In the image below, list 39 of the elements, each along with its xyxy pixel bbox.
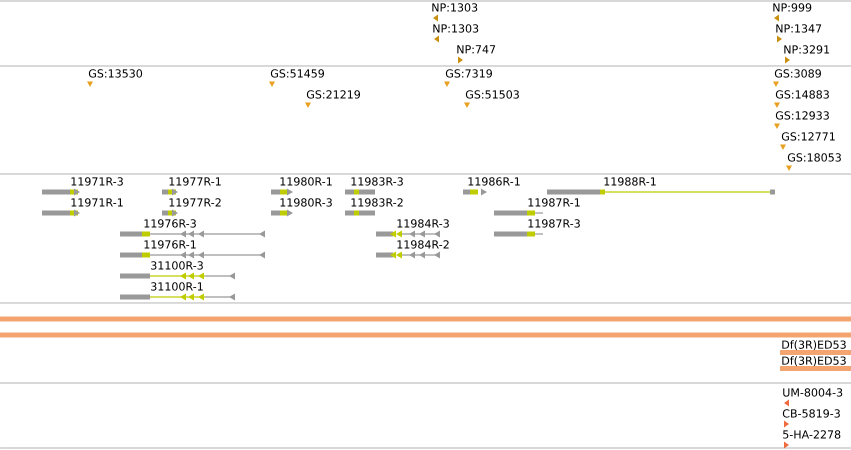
track-label: 11976R-3 xyxy=(144,219,196,228)
track-label: 11983R-2 xyxy=(351,198,403,207)
track-label: NP:1303 xyxy=(432,3,478,12)
track-label: GS:12771 xyxy=(782,132,835,141)
track-label: CB-5819-3 xyxy=(782,409,840,418)
track-label: 11977R-2 xyxy=(170,198,221,207)
track-label: 11971R-1 xyxy=(72,198,123,207)
track-label: GS:12933 xyxy=(776,111,829,120)
track-label: GS:51459 xyxy=(270,69,324,78)
track-label: GS:18053 xyxy=(788,153,841,162)
track-label: Df(3R)ED53 xyxy=(782,356,846,366)
track-label: 11984R-2 xyxy=(397,240,449,249)
track-label: 11988R-1 xyxy=(604,177,656,186)
track-label: 31100R-1 xyxy=(151,282,203,291)
track-label: 11980R-3 xyxy=(280,198,332,207)
track-label: NP:999 xyxy=(773,3,812,12)
track-label: 11987R-1 xyxy=(528,198,580,207)
track-label: NP:1347 xyxy=(776,24,822,33)
track-label: 11983R-3 xyxy=(351,177,403,186)
track-label: 11984R-3 xyxy=(397,219,449,228)
track-label: 31100R-3 xyxy=(151,261,203,270)
track-label: Df(3R)ED53 xyxy=(782,340,846,350)
track-label: GS:51503 xyxy=(466,90,519,99)
track-label: 5-HA-2278 xyxy=(783,430,840,439)
track-label: GS:13530 xyxy=(88,69,142,78)
track-label: 11976R-1 xyxy=(144,240,196,249)
track-label: 11971R-3 xyxy=(72,177,123,186)
track-label: GS:21219 xyxy=(306,90,360,99)
track-label: 11977R-1 xyxy=(170,177,221,186)
track-label: UM-8004-3 xyxy=(783,388,842,397)
track-label: 11980R-1 xyxy=(280,177,332,186)
track-label: NP:747 xyxy=(457,45,496,54)
track-label: GS:14883 xyxy=(776,90,829,99)
track-label: GS:7319 xyxy=(446,69,492,78)
track-label: 11987R-3 xyxy=(528,219,580,228)
track-label: GS:3089 xyxy=(774,69,821,78)
track-label: NP:1303 xyxy=(433,24,478,33)
track-label: 11986R-1 xyxy=(468,177,520,186)
track-label: NP:3291 xyxy=(784,45,830,54)
